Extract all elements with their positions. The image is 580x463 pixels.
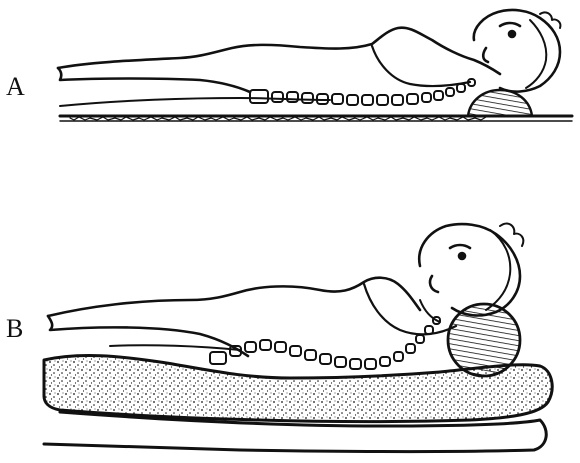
panel-b-arm [364, 284, 456, 334]
panel-a-head [474, 10, 561, 92]
panel-a-spine [250, 79, 475, 105]
panel-a-legs [58, 28, 500, 74]
panel-b-label: B [6, 316, 23, 342]
panel-a-floor [60, 116, 572, 121]
panel-b-back-line [110, 345, 240, 350]
panel-b-lower-leg [48, 316, 248, 356]
panel-b-neck-roll [448, 304, 520, 376]
panel-a-lower-leg [58, 68, 250, 92]
panel-a-drawing [58, 10, 572, 121]
panel-b-spine [210, 317, 440, 369]
panel-a-label: A [6, 74, 25, 100]
panel-b-drawing [44, 224, 552, 452]
panel-a-neck-roll [468, 90, 532, 116]
